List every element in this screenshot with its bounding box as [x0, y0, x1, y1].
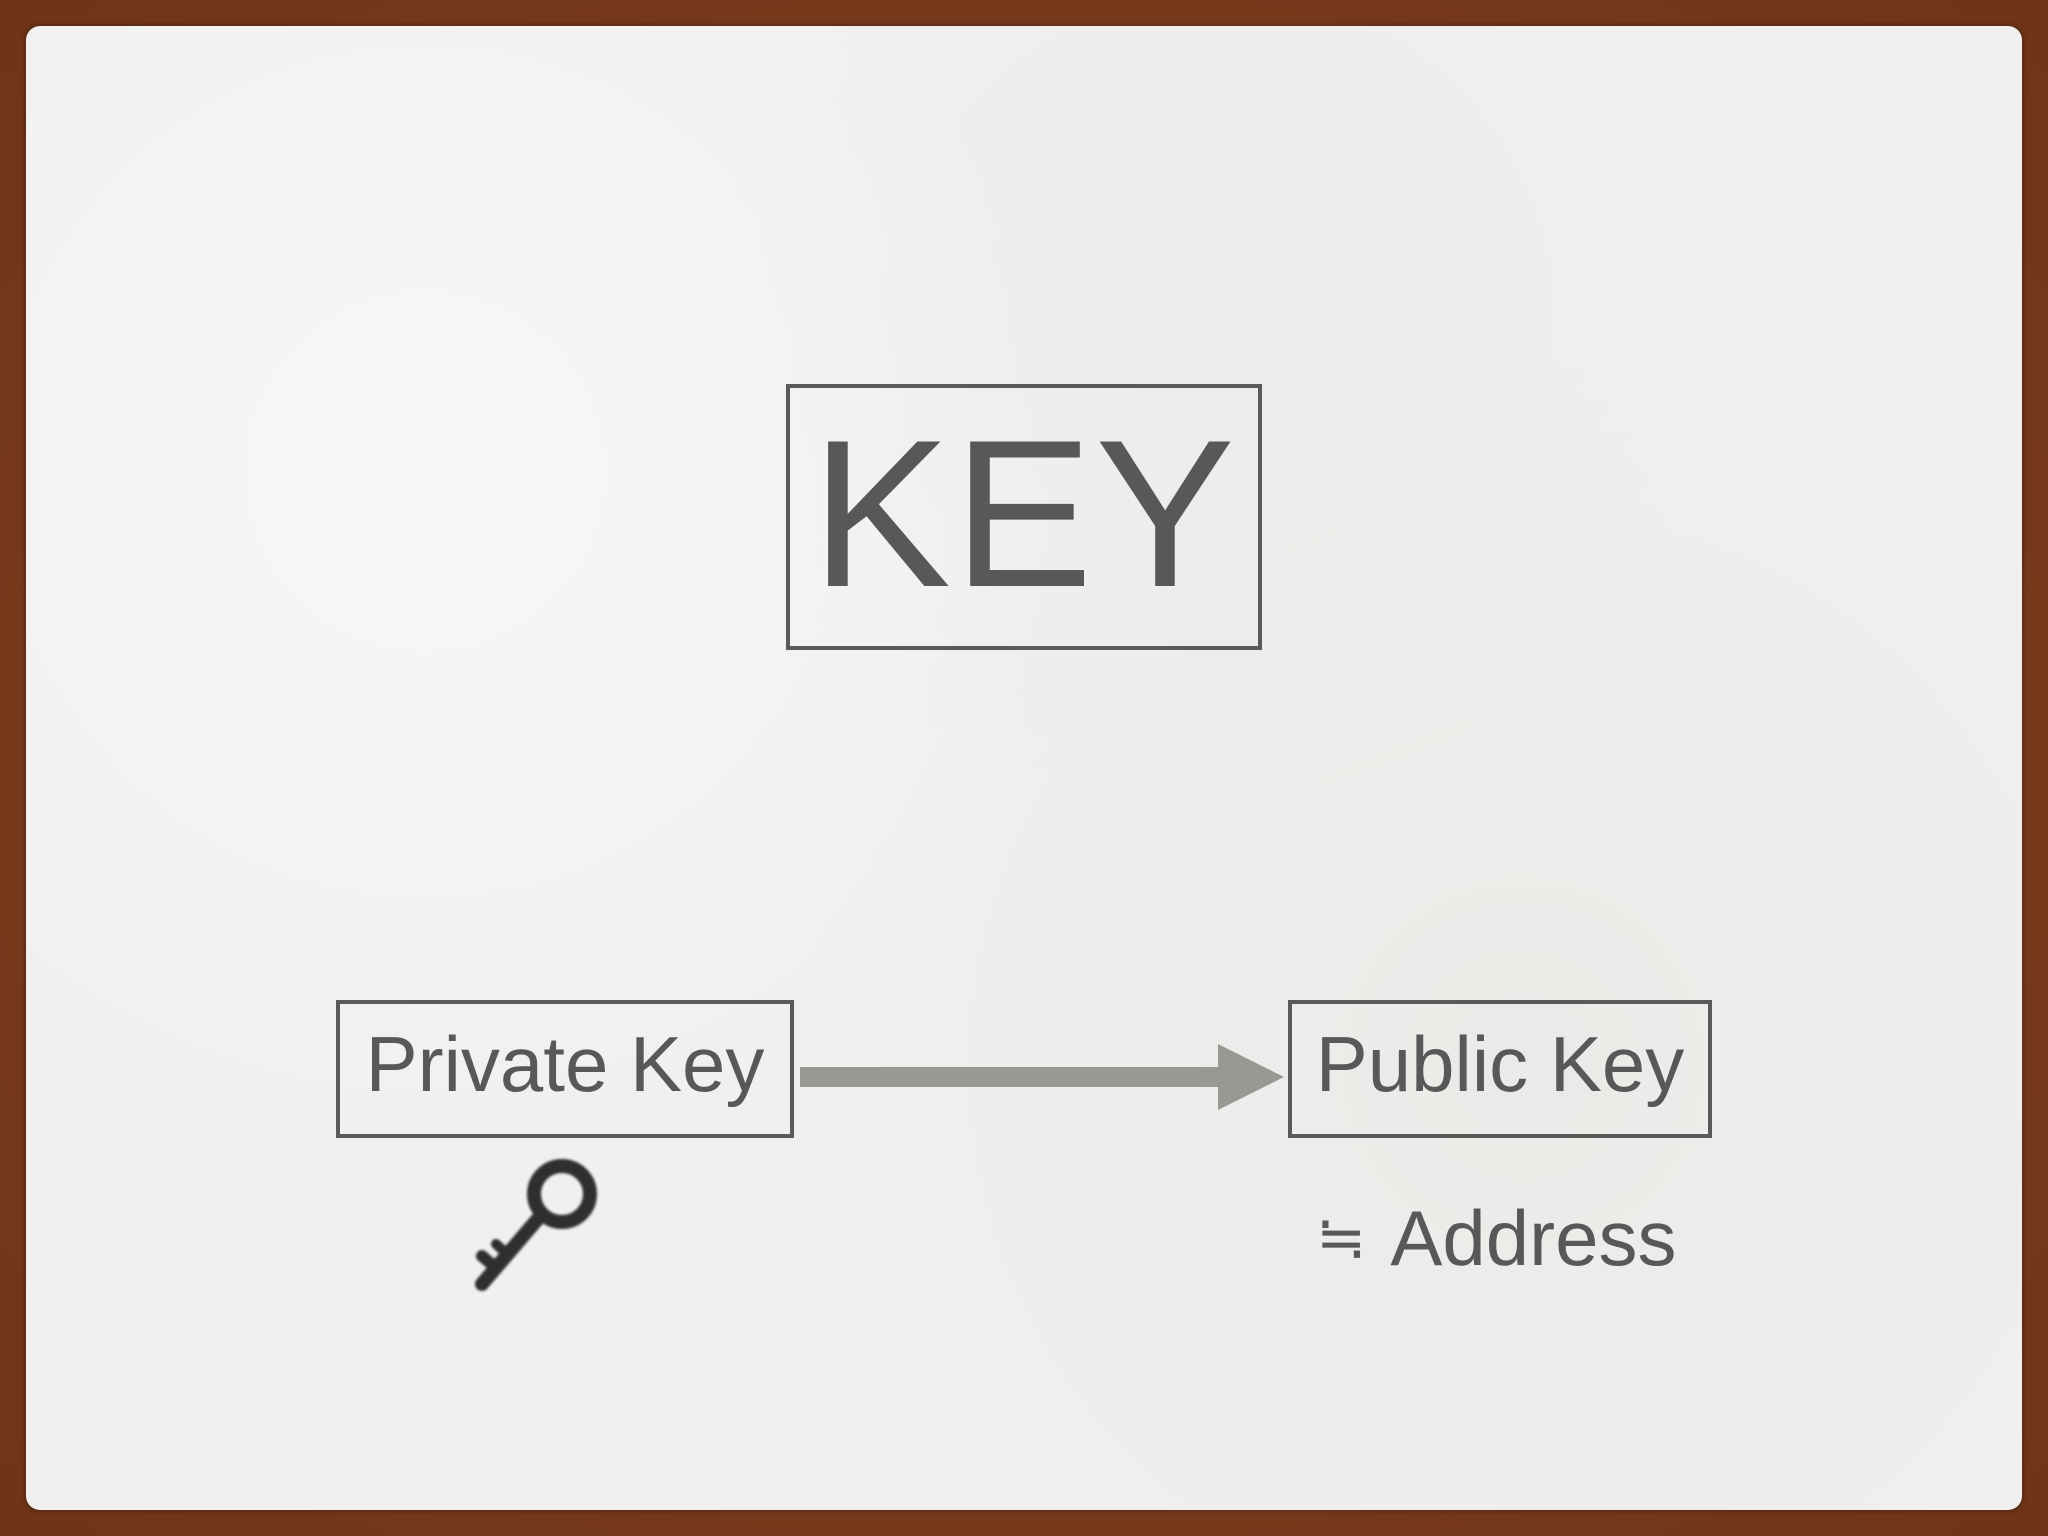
public-key-label: Public Key	[1315, 1019, 1685, 1108]
approx-equal-symbol: ≒	[1316, 1203, 1367, 1273]
slide-canvas	[26, 26, 2022, 1510]
public-key-box: Public Key	[1288, 1000, 1712, 1138]
address-label: Address	[1390, 1193, 1677, 1282]
title-box: KEY	[786, 384, 1262, 650]
key-icon	[475, 1159, 597, 1291]
private-key-box: Private Key	[336, 1000, 794, 1138]
private-key-label: Private Key	[365, 1019, 765, 1108]
slide-title: KEY	[810, 396, 1238, 631]
right-arrow	[800, 1044, 1284, 1110]
address-line: ≒ Address	[1316, 1188, 1676, 1288]
